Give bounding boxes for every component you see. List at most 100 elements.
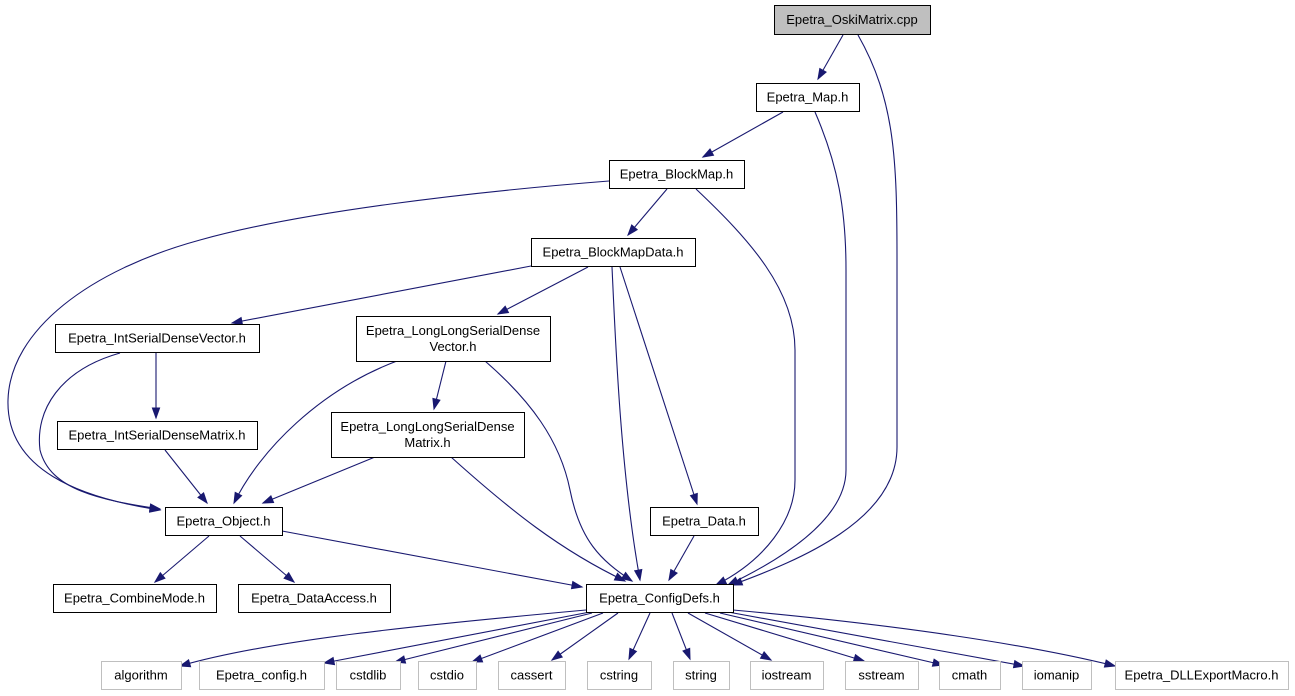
node-label: Epetra_Data.h bbox=[662, 514, 746, 529]
edge-llvec-to-llmat bbox=[432, 360, 447, 411]
edge-arrowhead bbox=[620, 571, 634, 582]
edge-arrowhead bbox=[151, 407, 161, 420]
edge-blockmap-to-blockmapdata bbox=[627, 188, 668, 237]
edge-configdefs-to-epconfig bbox=[322, 611, 591, 666]
node-combine[interactable]: Epetra_CombineMode.h bbox=[53, 584, 217, 613]
node-box bbox=[336, 661, 401, 690]
edge-map-to-blockmap bbox=[701, 111, 784, 158]
edge-arrowhead bbox=[322, 656, 336, 666]
edge-arrowhead bbox=[714, 576, 728, 586]
edge-line bbox=[231, 265, 532, 324]
edge-configdefs-to-cassert bbox=[550, 612, 619, 661]
node-intvec[interactable]: Epetra_IntSerialDenseVector.h bbox=[55, 324, 260, 353]
edge-llmat-to-configdefs bbox=[450, 456, 627, 582]
node-label: Epetra_OskiMatrix.cpp bbox=[786, 12, 918, 27]
edge-configdefs-to-iostream bbox=[687, 612, 773, 661]
edge-line bbox=[732, 609, 1116, 667]
edge-oski-to-map bbox=[817, 34, 844, 81]
node-label: Epetra_DataAccess.h bbox=[251, 591, 377, 606]
node-box bbox=[165, 507, 283, 536]
edge-arrowhead bbox=[627, 224, 639, 237]
node-box bbox=[587, 661, 652, 690]
node-box bbox=[53, 584, 217, 613]
edge-intmat-to-object bbox=[164, 449, 208, 505]
node-cassert: cassert bbox=[498, 661, 566, 690]
node-blockmapdata[interactable]: Epetra_BlockMapData.h bbox=[531, 238, 696, 267]
edge-arrowhead bbox=[230, 316, 244, 326]
node-box bbox=[531, 238, 696, 267]
edge-arrowhead bbox=[1012, 659, 1026, 669]
edge-line bbox=[727, 111, 847, 586]
node-box bbox=[331, 412, 525, 458]
node-oski[interactable]: Epetra_OskiMatrix.cpp bbox=[774, 5, 931, 35]
node-label: cstring bbox=[600, 668, 638, 683]
edge-line bbox=[619, 266, 698, 505]
edge-line bbox=[179, 609, 587, 667]
node-label: Epetra_BlockMapData.h bbox=[543, 245, 684, 260]
node-dataaccess[interactable]: Epetra_DataAccess.h bbox=[238, 584, 391, 613]
edge-line bbox=[239, 535, 295, 583]
edge-object-to-configdefs bbox=[281, 530, 584, 590]
edge-line bbox=[38, 352, 161, 510]
node-label: cstdio bbox=[430, 668, 464, 683]
edge-arrowhead bbox=[283, 571, 296, 583]
node-data[interactable]: Epetra_Data.h bbox=[650, 507, 759, 536]
edge-configdefs-to-iomanip bbox=[727, 611, 1026, 669]
node-label: Epetra_Map.h bbox=[767, 90, 849, 105]
node-label: Epetra_DLLExportMacro.h bbox=[1125, 668, 1279, 683]
edge-arrowhead bbox=[1103, 659, 1117, 668]
edge-llmat-to-object bbox=[261, 456, 376, 504]
edge-line bbox=[323, 611, 591, 664]
edge-arrowhead bbox=[633, 568, 643, 582]
edge-line bbox=[484, 360, 633, 582]
edge-blockmapdata-to-data bbox=[619, 266, 698, 506]
node-label: Epetra_LongLongSerialDense bbox=[340, 419, 514, 434]
node-box bbox=[750, 661, 824, 690]
node-box bbox=[673, 661, 730, 690]
node-cstdlib: cstdlib bbox=[336, 661, 401, 690]
node-label: Epetra_BlockMap.h bbox=[620, 167, 733, 182]
node-intmat[interactable]: Epetra_IntSerialDenseMatrix.h bbox=[57, 421, 258, 450]
node-label: iomanip bbox=[1034, 668, 1080, 683]
node-map[interactable]: Epetra_Map.h bbox=[756, 83, 860, 112]
edge-arrowhead bbox=[149, 503, 162, 512]
node-configdefs[interactable]: Epetra_ConfigDefs.h bbox=[586, 584, 734, 613]
edge-arrowhead bbox=[689, 492, 698, 506]
node-object[interactable]: Epetra_Object.h bbox=[165, 507, 283, 536]
node-label: Epetra_CombineMode.h bbox=[64, 591, 205, 606]
edge-arrowhead bbox=[570, 580, 584, 590]
node-label: cassert bbox=[511, 668, 553, 683]
edge-line bbox=[450, 456, 626, 582]
node-label: Epetra_LongLongSerialDense bbox=[366, 323, 540, 338]
edge-data-to-configdefs bbox=[668, 535, 695, 582]
edge-line bbox=[731, 34, 898, 586]
edge-line bbox=[233, 360, 398, 504]
node-string: string bbox=[673, 661, 730, 690]
node-label: Epetra_config.h bbox=[216, 668, 307, 683]
node-box bbox=[650, 507, 759, 536]
edge-arrowhead bbox=[682, 647, 691, 661]
edge-arrowhead bbox=[197, 492, 208, 505]
edge-llvec-to-object bbox=[233, 360, 398, 505]
node-label: Epetra_IntSerialDenseMatrix.h bbox=[68, 428, 245, 443]
node-blockmap[interactable]: Epetra_BlockMap.h bbox=[609, 160, 745, 189]
edge-configdefs-to-cstdio bbox=[470, 612, 604, 663]
edge-line bbox=[704, 612, 865, 662]
edge-blockmapdata-to-llvec bbox=[496, 266, 589, 315]
node-label: algorithm bbox=[114, 668, 167, 683]
node-label: Epetra_Object.h bbox=[177, 514, 271, 529]
node-box bbox=[199, 661, 325, 690]
edge-line bbox=[719, 612, 944, 666]
node-box bbox=[774, 5, 931, 35]
edge-oski-to-configdefs bbox=[730, 34, 898, 586]
edge-line bbox=[727, 611, 1025, 667]
edge-arrowhead bbox=[759, 651, 773, 661]
edge-line bbox=[262, 456, 376, 504]
node-sstream: sstream bbox=[845, 661, 919, 690]
node-label: Vector.h bbox=[430, 339, 477, 354]
node-label: cstdlib bbox=[350, 668, 387, 683]
edge-arrowhead bbox=[726, 576, 740, 586]
